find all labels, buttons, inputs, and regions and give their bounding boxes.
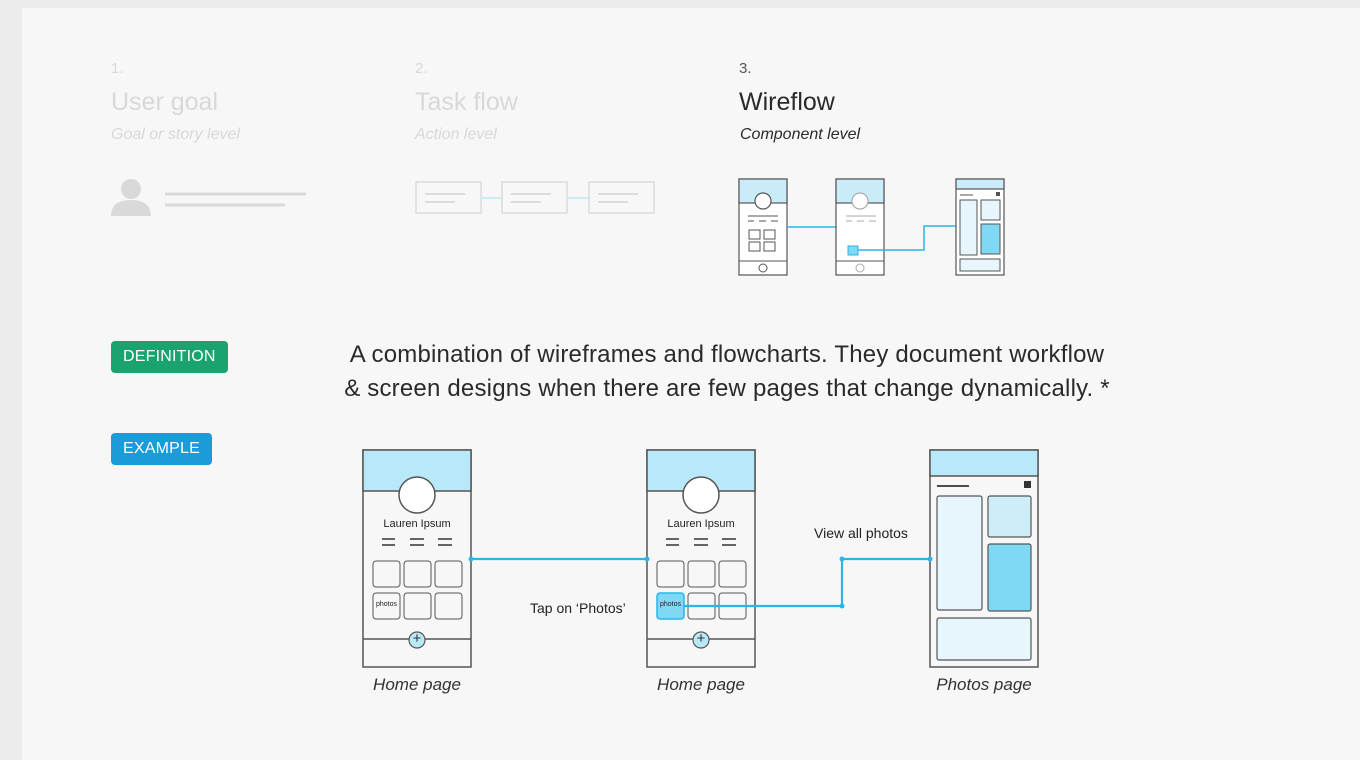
- photos-page-screen: [929, 449, 1039, 668]
- home-page-screen-2: [646, 449, 756, 668]
- step-2-number: 2.: [415, 60, 428, 77]
- add-icon: +: [696, 630, 706, 647]
- example-badge: EXAMPLE: [111, 433, 212, 465]
- screen-caption: Photos page: [936, 675, 1032, 694]
- tap-annotation: Tap on ‘Photos’: [530, 600, 626, 616]
- step-2-subtitle: Action level: [415, 126, 497, 143]
- profile-name: Lauren Ipsum: [383, 518, 451, 530]
- task-flow-icon: [415, 181, 655, 214]
- step-1-title: User goal: [111, 88, 218, 116]
- screen-caption: Home page: [373, 675, 461, 694]
- add-icon: +: [412, 630, 422, 647]
- definition-line-1: A combination of wireframes and flowchar…: [349, 341, 1105, 368]
- screen-caption: Home page: [657, 675, 745, 694]
- wireflow-icon: [738, 178, 1005, 276]
- step-3-subtitle: Component level: [740, 126, 861, 143]
- definition-text: A combination of wireframes and flowchar…: [272, 338, 1182, 406]
- profile-name: Lauren Ipsum: [667, 518, 735, 530]
- step-3-number: 3.: [739, 60, 752, 77]
- example-wireflow: [362, 449, 1039, 668]
- photos-tile-label: photos: [375, 601, 398, 608]
- step-1-number: 1.: [111, 60, 124, 77]
- photos-tile-label: photos: [659, 601, 682, 608]
- definition-line-2: & screen designs when there are few page…: [344, 375, 1110, 402]
- user-goal-icon: [111, 179, 306, 216]
- step-1-subtitle: Goal or story level: [111, 126, 240, 143]
- view-all-annotation: View all photos: [814, 525, 908, 541]
- canvas: 1. User goal Goal or story level 2. Task…: [22, 8, 1360, 760]
- definition-badge: DEFINITION: [111, 341, 228, 373]
- step-3-title: Wireflow: [739, 88, 835, 116]
- step-2-title: Task flow: [415, 88, 518, 116]
